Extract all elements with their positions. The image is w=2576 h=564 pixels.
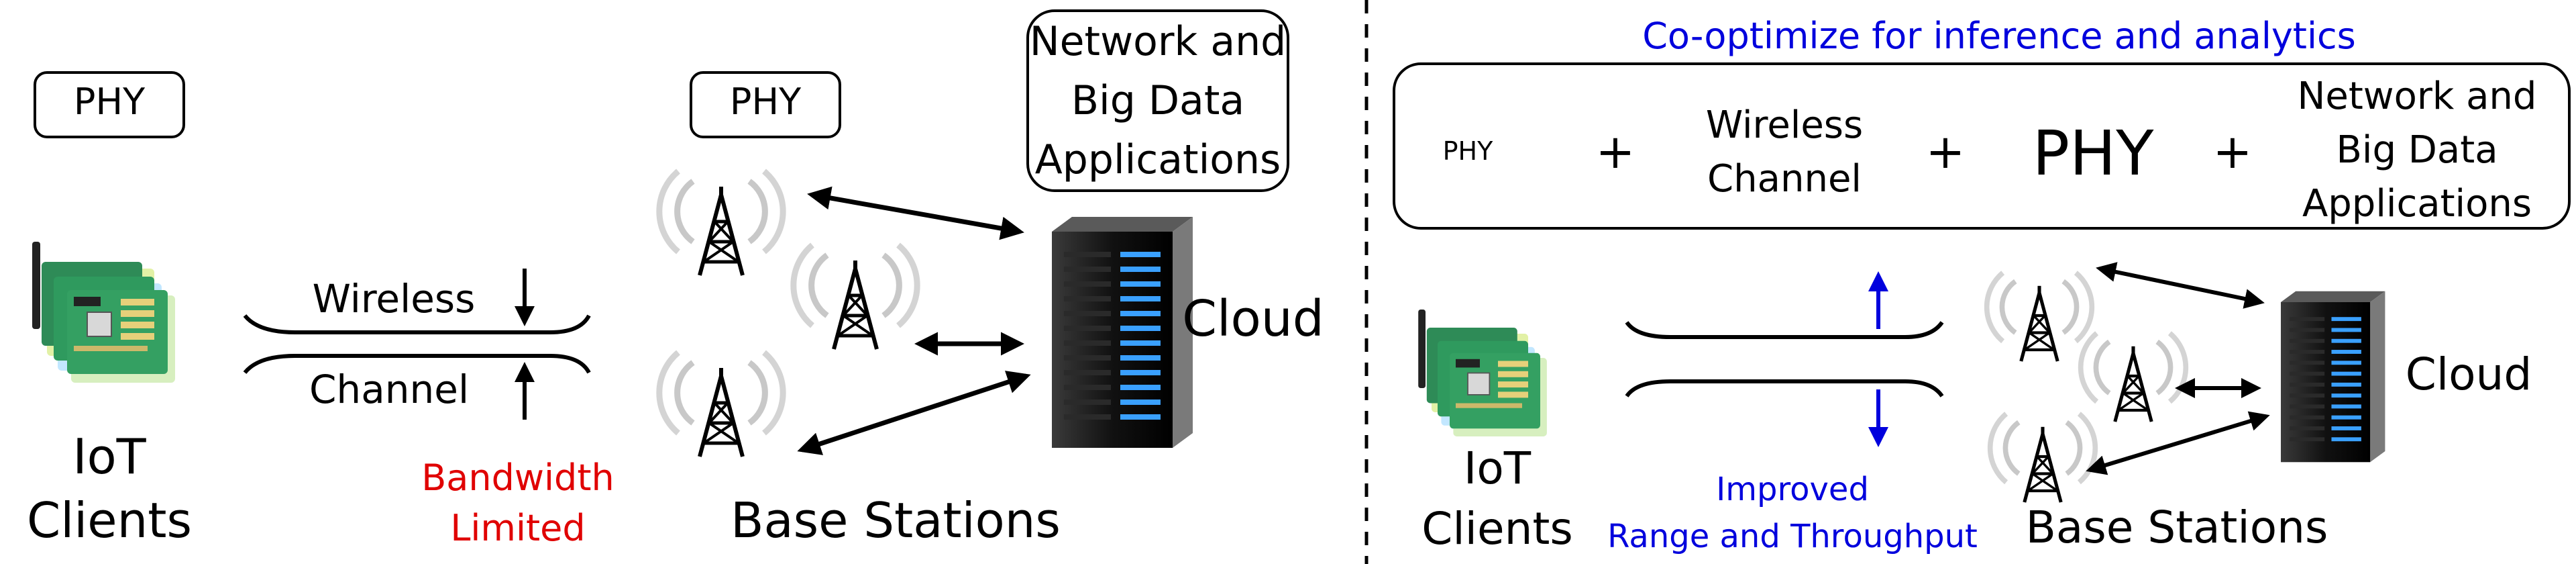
server-icon xyxy=(1052,217,1193,448)
network-box-line1: Network and xyxy=(1030,18,1286,65)
plus-sign-1: + xyxy=(1596,124,1635,179)
cloud-label: Cloud xyxy=(1182,290,1324,348)
iot-boards-icon-right xyxy=(1417,309,1548,437)
channel-top-label: Wireless xyxy=(313,276,476,322)
iot-right-line2: Clients xyxy=(1421,503,1572,555)
link-arrow-1 xyxy=(807,186,1024,240)
improved-line1: Improved xyxy=(1716,471,1869,508)
improved-line2: Range and Throughput xyxy=(1607,518,1978,555)
iot-right-line1: IoT xyxy=(1464,442,1532,494)
link-arrow-3 xyxy=(797,371,1031,455)
pipeline-box: PHY + Wireless Channel + PHY + Network a… xyxy=(1393,62,2571,230)
bandwidth-label-line2: Limited xyxy=(450,507,585,549)
tower-icon-r3 xyxy=(1990,414,2096,502)
tower-icon-r2 xyxy=(2081,333,2186,422)
cloud-right-label: Cloud xyxy=(2406,348,2532,400)
left-panel: PHY IoT Clients Wireless Channel Bandwid… xyxy=(27,9,1324,549)
pipeline-network-line2: Big Data xyxy=(2336,128,2498,172)
phy-station-box: PHY xyxy=(690,71,841,138)
wireless-channel: Wireless Channel xyxy=(243,269,591,420)
tower-icon-r1 xyxy=(1987,273,2092,361)
network-box-line3: Applications xyxy=(1035,136,1281,183)
co-optimize-heading: Co-optimize for inference and analytics xyxy=(1642,15,2356,57)
network-box-line2: Big Data xyxy=(1071,77,1244,124)
phy-client-label: PHY xyxy=(74,81,146,123)
pipeline-phy-small: PHY xyxy=(1443,136,1493,166)
stations-label: Base Stations xyxy=(731,492,1061,549)
phy-client-box: PHY xyxy=(34,71,185,138)
tower-icon-1 xyxy=(659,171,783,275)
plus-sign-2: + xyxy=(1926,124,1966,179)
pipeline-network-line3: Applications xyxy=(2302,182,2532,226)
tower-icon-3 xyxy=(659,352,783,457)
channel-bottom-label: Channel xyxy=(309,367,469,412)
plus-sign-3: + xyxy=(2213,124,2253,179)
bandwidth-label-line1: Bandwidth xyxy=(421,457,614,499)
iot-label-line2: Clients xyxy=(27,492,192,549)
tower-icon-2 xyxy=(794,245,917,349)
network-apps-box: Network and Big Data Applications xyxy=(1026,9,1289,192)
right-panel: Co-optimize for inference and analytics … xyxy=(1393,15,2571,555)
pipeline-phy-large: PHY xyxy=(2033,117,2155,189)
pipeline-wireless-line1: Wireless xyxy=(1706,103,1863,147)
pipeline-network-line1: Network and xyxy=(2298,75,2537,118)
server-icon-right xyxy=(2281,291,2385,463)
right-link-arrow-3 xyxy=(2086,411,2270,475)
iot-boards-icon xyxy=(32,241,176,383)
improved-channel xyxy=(1625,271,1944,447)
phy-station-label: PHY xyxy=(730,81,802,123)
right-link-arrow-1 xyxy=(2096,262,2265,309)
stations-right-label: Base Stations xyxy=(2026,502,2328,553)
iot-label-line1: IoT xyxy=(72,428,146,485)
pipeline-wireless-line2: Channel xyxy=(1707,157,1862,201)
